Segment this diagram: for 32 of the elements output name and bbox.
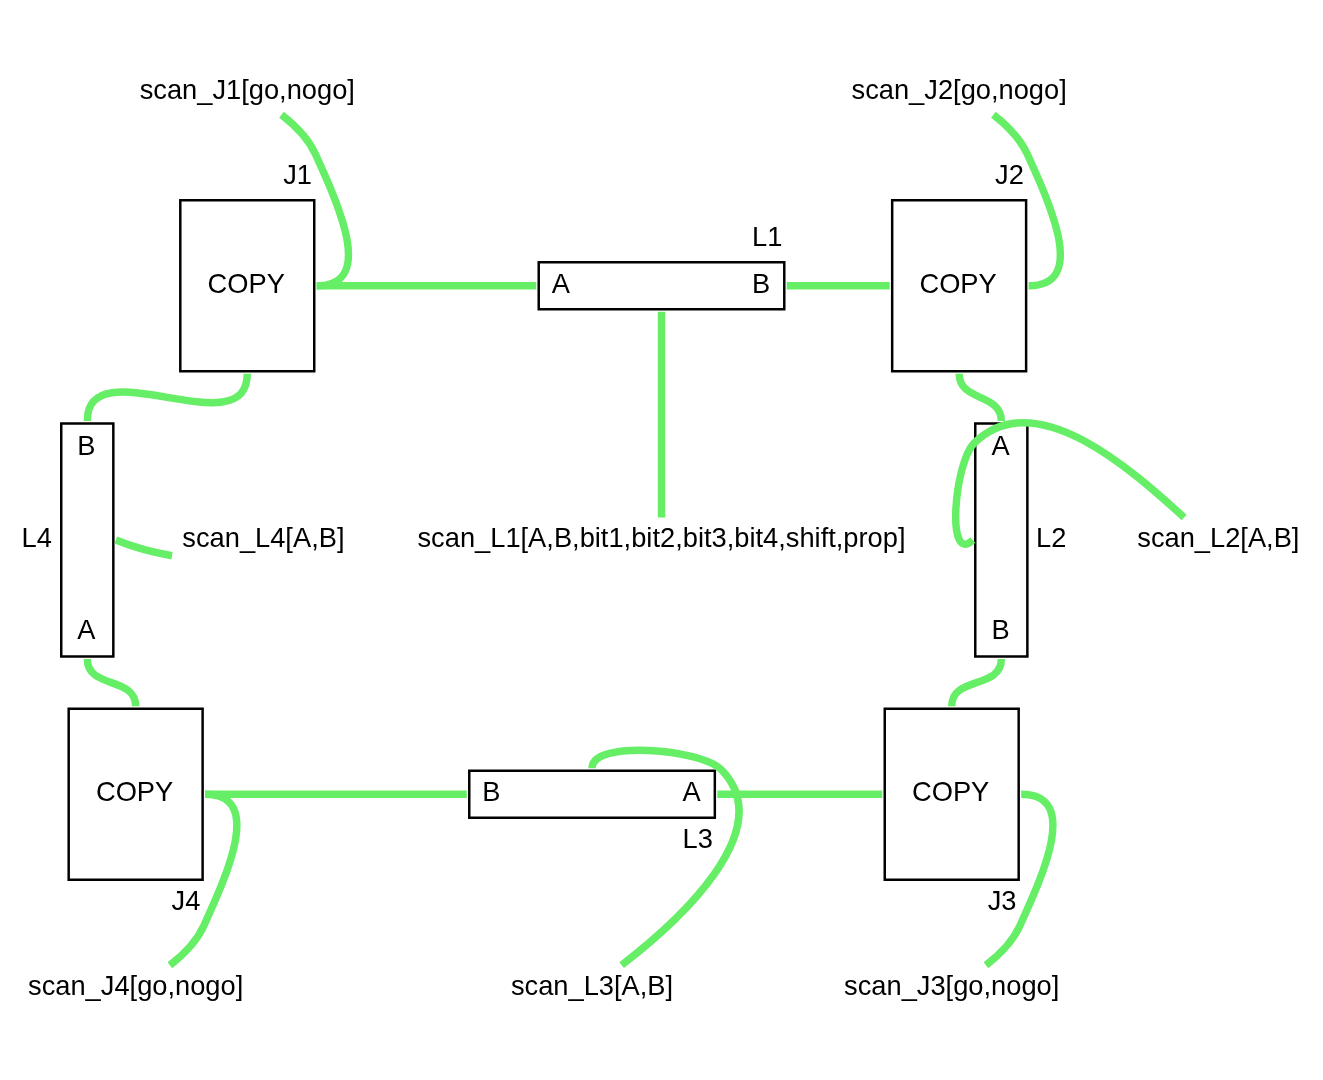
connector xyxy=(316,282,537,290)
node-box: A B xyxy=(537,260,786,311)
node-label: L2 xyxy=(1036,521,1067,553)
node-text: scan_J2[go,nogo] xyxy=(851,74,1067,106)
node-text: scan_L3[A,B] xyxy=(510,969,674,1001)
connector xyxy=(948,658,1005,707)
node-box: A B xyxy=(974,422,1029,658)
node-label: L4 xyxy=(21,521,52,553)
node-label: J2 xyxy=(995,158,1024,190)
connector xyxy=(83,373,251,422)
connector xyxy=(114,536,173,560)
node-text: scan_J4[go,nogo] xyxy=(28,969,244,1001)
node-box: COPY xyxy=(179,198,316,373)
node-text: scan_J1[go,nogo] xyxy=(139,74,355,106)
node-box: B A xyxy=(60,422,115,658)
node-label: J3 xyxy=(987,885,1017,917)
node-box: COPY xyxy=(890,198,1028,373)
node-box: COPY xyxy=(67,707,204,882)
node-label: J4 xyxy=(171,885,201,917)
node-text: scan_L4[A,B] xyxy=(182,521,345,553)
connector xyxy=(83,658,140,707)
connector xyxy=(955,373,1005,422)
node-label: L1 xyxy=(752,220,783,252)
node-text: scan_L1[A,B,bit1,bit2,bit3,bit4,shift,prop] xyxy=(417,521,906,553)
node-text: scan_L2[A,B] xyxy=(1137,521,1300,553)
node-box: COPY xyxy=(883,707,1020,882)
node-label: L3 xyxy=(682,823,713,855)
node-box: B A xyxy=(468,769,717,820)
node-text: scan_J3[go,nogo] xyxy=(844,969,1060,1001)
connector xyxy=(167,790,241,969)
connector xyxy=(952,419,1187,548)
node-label: J1 xyxy=(283,158,313,190)
